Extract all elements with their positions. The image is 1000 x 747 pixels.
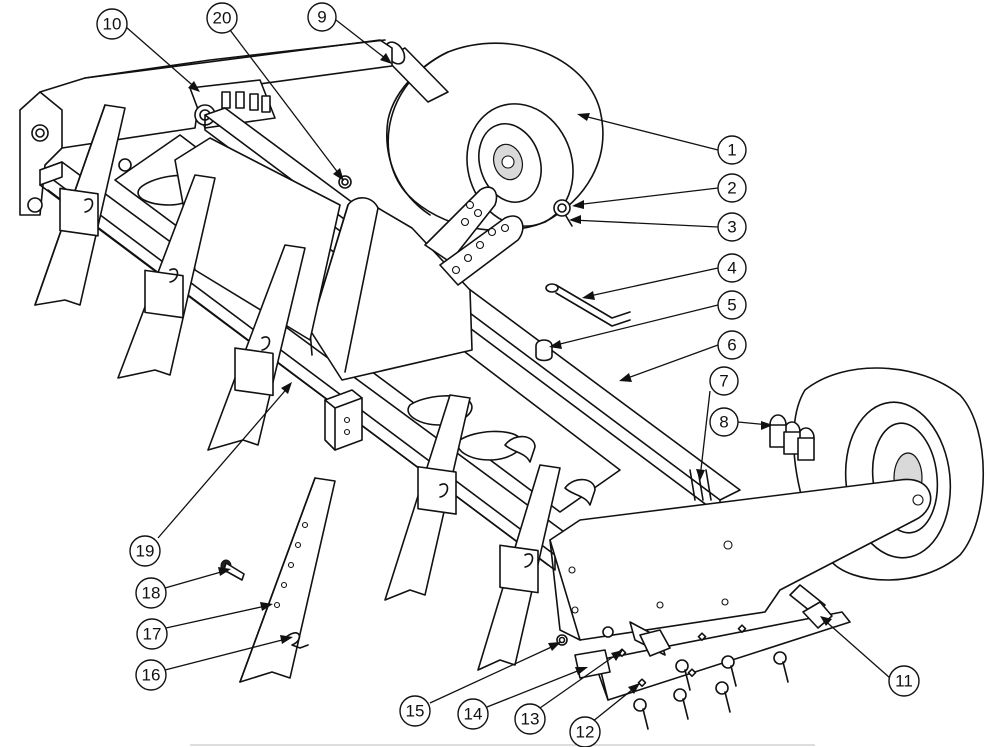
callout-14: 14 [457, 667, 588, 730]
loose-tine [239, 477, 336, 683]
callout-11-label: 11 [895, 672, 913, 691]
callout-9-label: 9 [317, 8, 326, 27]
callout-20: 20 [206, 2, 344, 181]
callout-5: 5 [549, 290, 747, 349]
bolts-7-8 [689, 414, 815, 501]
callout-15: 15 [399, 642, 561, 727]
callout-2-label: 2 [727, 179, 736, 198]
callout-7-label: 7 [719, 372, 728, 391]
callout-13-label: 13 [521, 710, 540, 729]
callout-14-label: 14 [464, 705, 483, 724]
mount-plate [556, 584, 851, 730]
callout-13: 13 [514, 650, 623, 735]
callout-9: 9 [307, 2, 392, 64]
callout-20-label: 20 [213, 9, 232, 28]
implement-drawing [19, 39, 985, 746]
callout-1-label: 1 [727, 141, 736, 160]
callout-4: 4 [582, 253, 747, 300]
callouts: 1 2 3 4 5 [96, 2, 920, 747]
callout-18: 18 [135, 567, 231, 609]
callout-3-label: 3 [727, 218, 736, 237]
callout-19-label: 19 [136, 542, 155, 561]
callout-12-label: 12 [576, 723, 595, 742]
callout-17: 17 [136, 602, 273, 650]
tines [34, 104, 561, 671]
callout-16: 16 [135, 635, 293, 691]
callout-17-label: 17 [143, 625, 162, 644]
callout-3: 3 [569, 212, 747, 242]
callout-19: 19 [129, 382, 292, 567]
callout-10-label: 10 [103, 15, 122, 34]
center-tower [174, 137, 473, 381]
callout-6: 6 [619, 330, 747, 382]
callout-2: 2 [572, 173, 747, 209]
callout-11: 11 [820, 616, 920, 697]
square-socket [324, 389, 363, 451]
callout-5-label: 5 [727, 296, 736, 315]
callout-8-label: 8 [719, 413, 728, 432]
front-side-plate [549, 478, 932, 641]
callout-12: 12 [569, 683, 640, 747]
callout-1: 1 [577, 113, 747, 165]
callout-6-label: 6 [727, 336, 736, 355]
callout-18-label: 18 [142, 584, 161, 603]
callout-7: 7 [696, 366, 739, 481]
callout-10: 10 [96, 8, 200, 92]
wheel-arm [424, 186, 524, 286]
small-parts-top [338, 175, 631, 362]
callout-4-label: 4 [727, 259, 736, 278]
callout-15-label: 15 [406, 702, 425, 721]
left-end-bolts [27, 124, 132, 213]
callout-16-label: 16 [142, 666, 161, 685]
callout-8: 8 [709, 407, 773, 437]
